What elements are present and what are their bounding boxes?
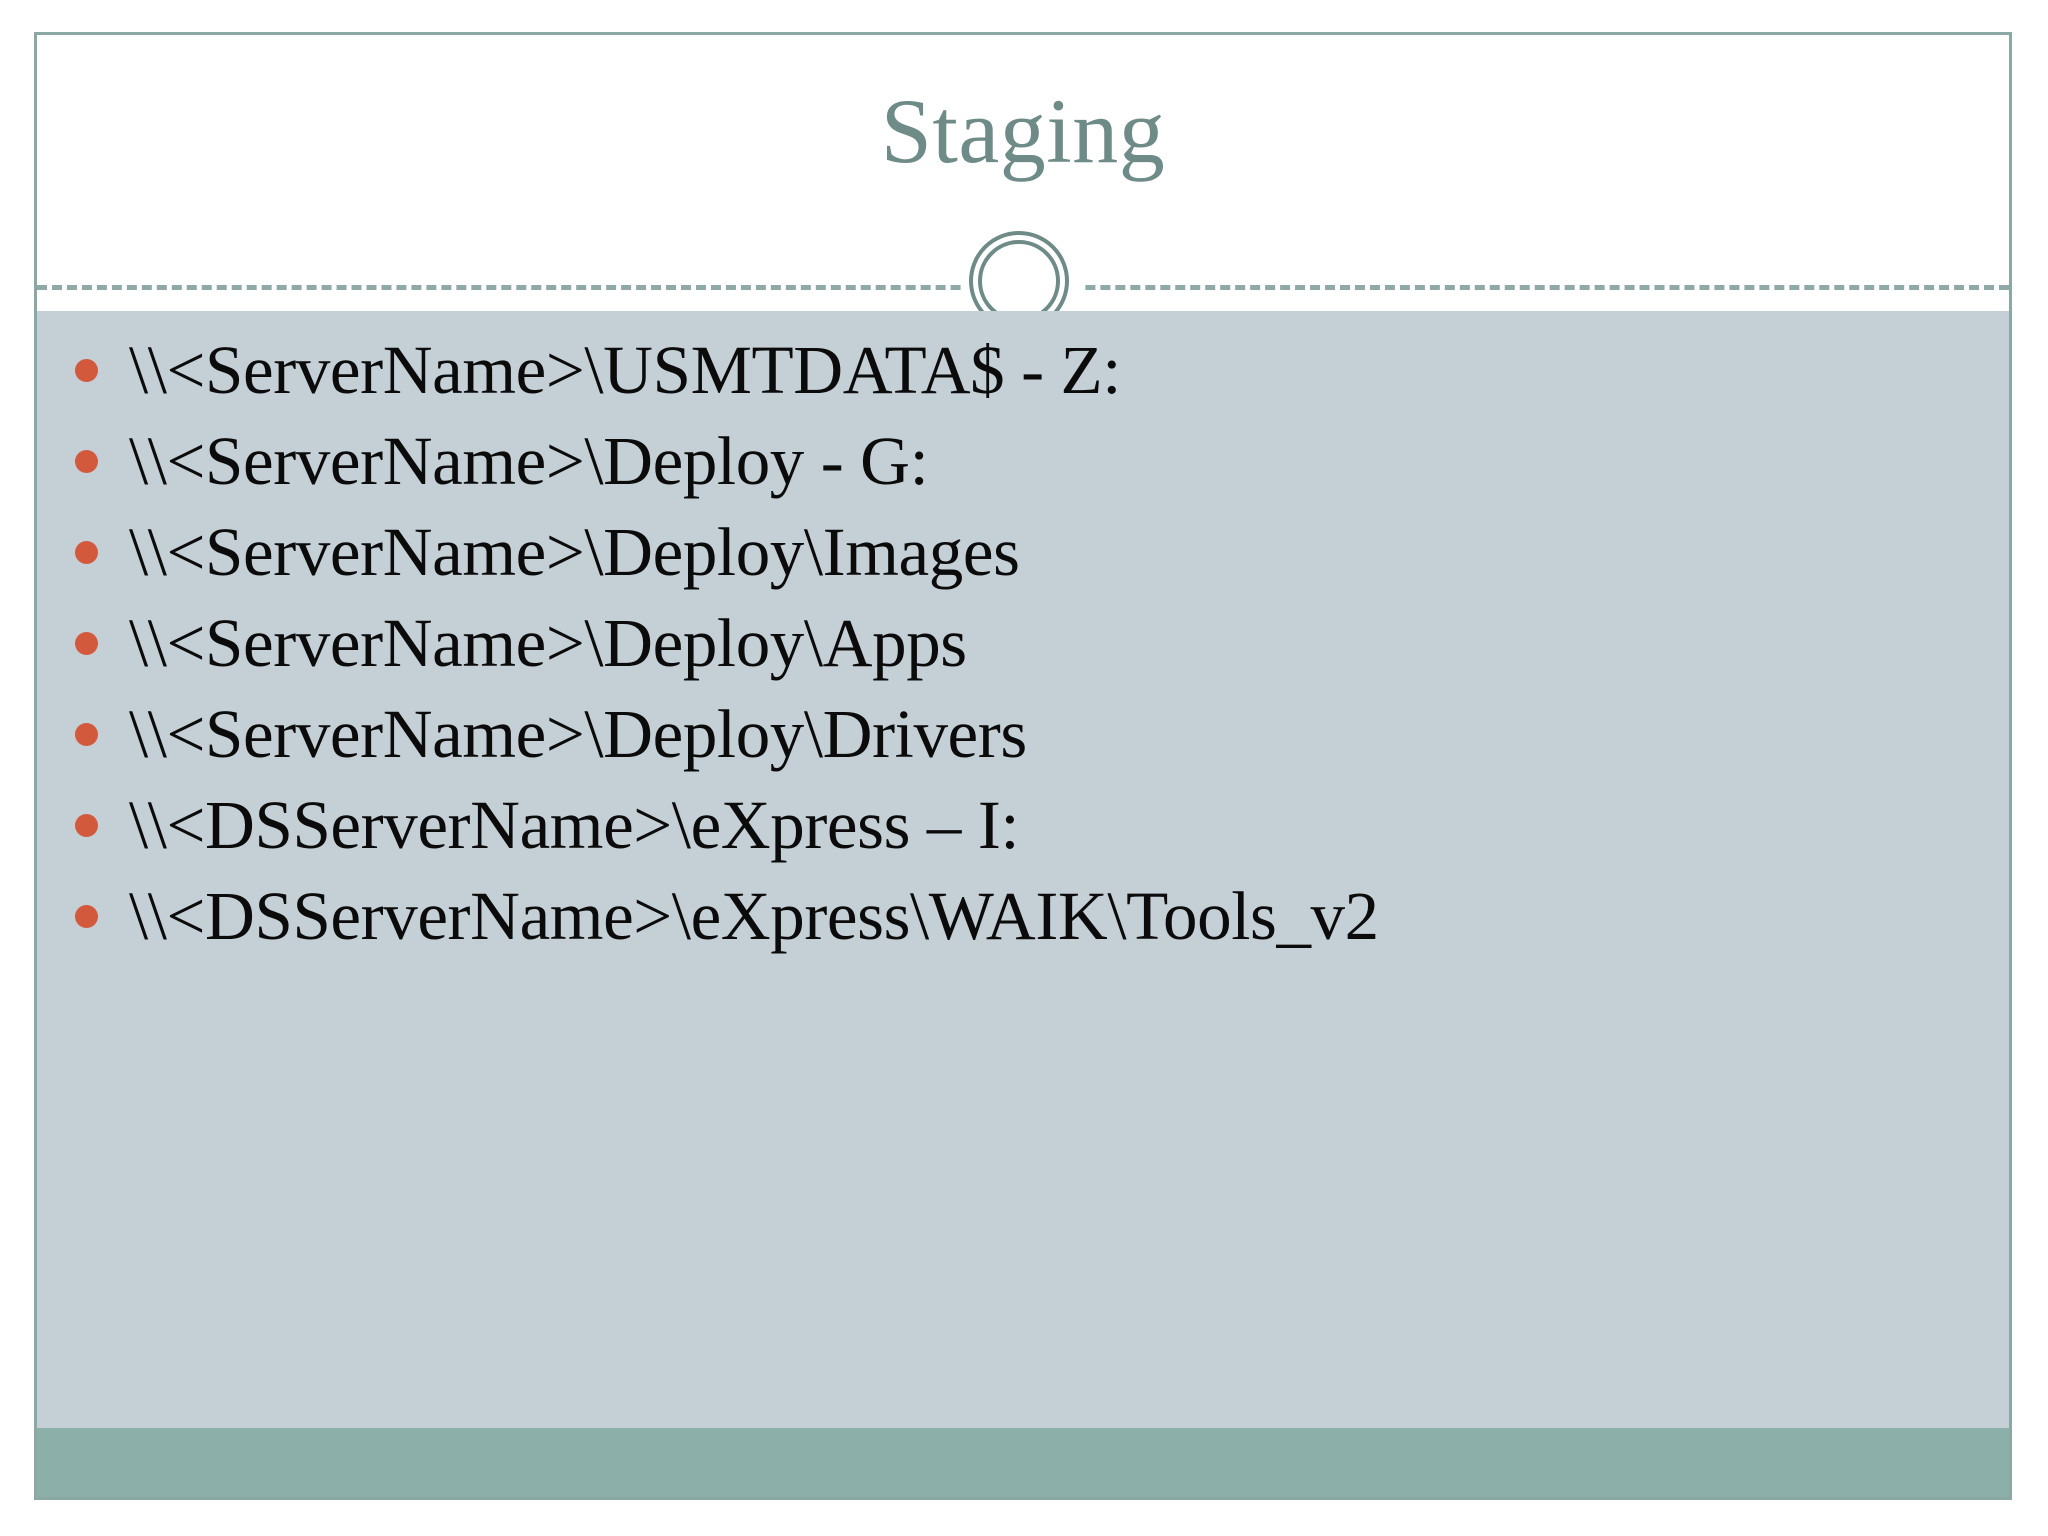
list-item: \\<ServerName>\Deploy - G:: [75, 416, 1969, 507]
bullet-dot-icon: [75, 359, 98, 382]
ring-inner-circle: [978, 240, 1060, 322]
list-item-label: \\<ServerName>\Deploy - G:: [129, 423, 929, 499]
page-title: Staging: [880, 80, 1166, 182]
list-item: \\<ServerName>\Deploy\Apps: [75, 598, 1969, 689]
list-item-label: \\<DSServerName>\eXpress\WAIK\Tools_v2: [129, 878, 1379, 954]
list-item: \\<DSServerName>\eXpress – I:: [75, 780, 1969, 871]
list-item-label: \\<ServerName>\Deploy\Drivers: [129, 696, 1027, 772]
presentation-slide: Staging \\<ServerName>\USMTDATA$ - Z: \\…: [34, 32, 2012, 1500]
list-item-label: \\<ServerName>\Deploy\Apps: [129, 605, 967, 681]
bullet-dot-icon: [75, 814, 98, 837]
bullet-dot-icon: [75, 632, 98, 655]
list-item: \\<DSServerName>\eXpress\WAIK\Tools_v2: [75, 871, 1969, 962]
list-item: \\<ServerName>\USMTDATA$ - Z:: [75, 325, 1969, 416]
list-item: \\<ServerName>\Deploy\Drivers: [75, 689, 1969, 780]
bullet-dot-icon: [75, 541, 98, 564]
bullet-dot-icon: [75, 723, 98, 746]
slide-footer-bar: [37, 1428, 2009, 1497]
list-item-label: \\<DSServerName>\eXpress – I:: [129, 787, 1020, 863]
bullet-dot-icon: [75, 450, 98, 473]
bullet-dot-icon: [75, 905, 98, 928]
list-item: \\<ServerName>\Deploy\Images: [75, 507, 1969, 598]
bullet-list: \\<ServerName>\USMTDATA$ - Z: \\<ServerN…: [75, 325, 1969, 962]
list-item-label: \\<ServerName>\USMTDATA$ - Z:: [129, 332, 1122, 408]
list-item-label: \\<ServerName>\Deploy\Images: [129, 514, 1020, 590]
slide-body: \\<ServerName>\USMTDATA$ - Z: \\<ServerN…: [37, 311, 2009, 1428]
